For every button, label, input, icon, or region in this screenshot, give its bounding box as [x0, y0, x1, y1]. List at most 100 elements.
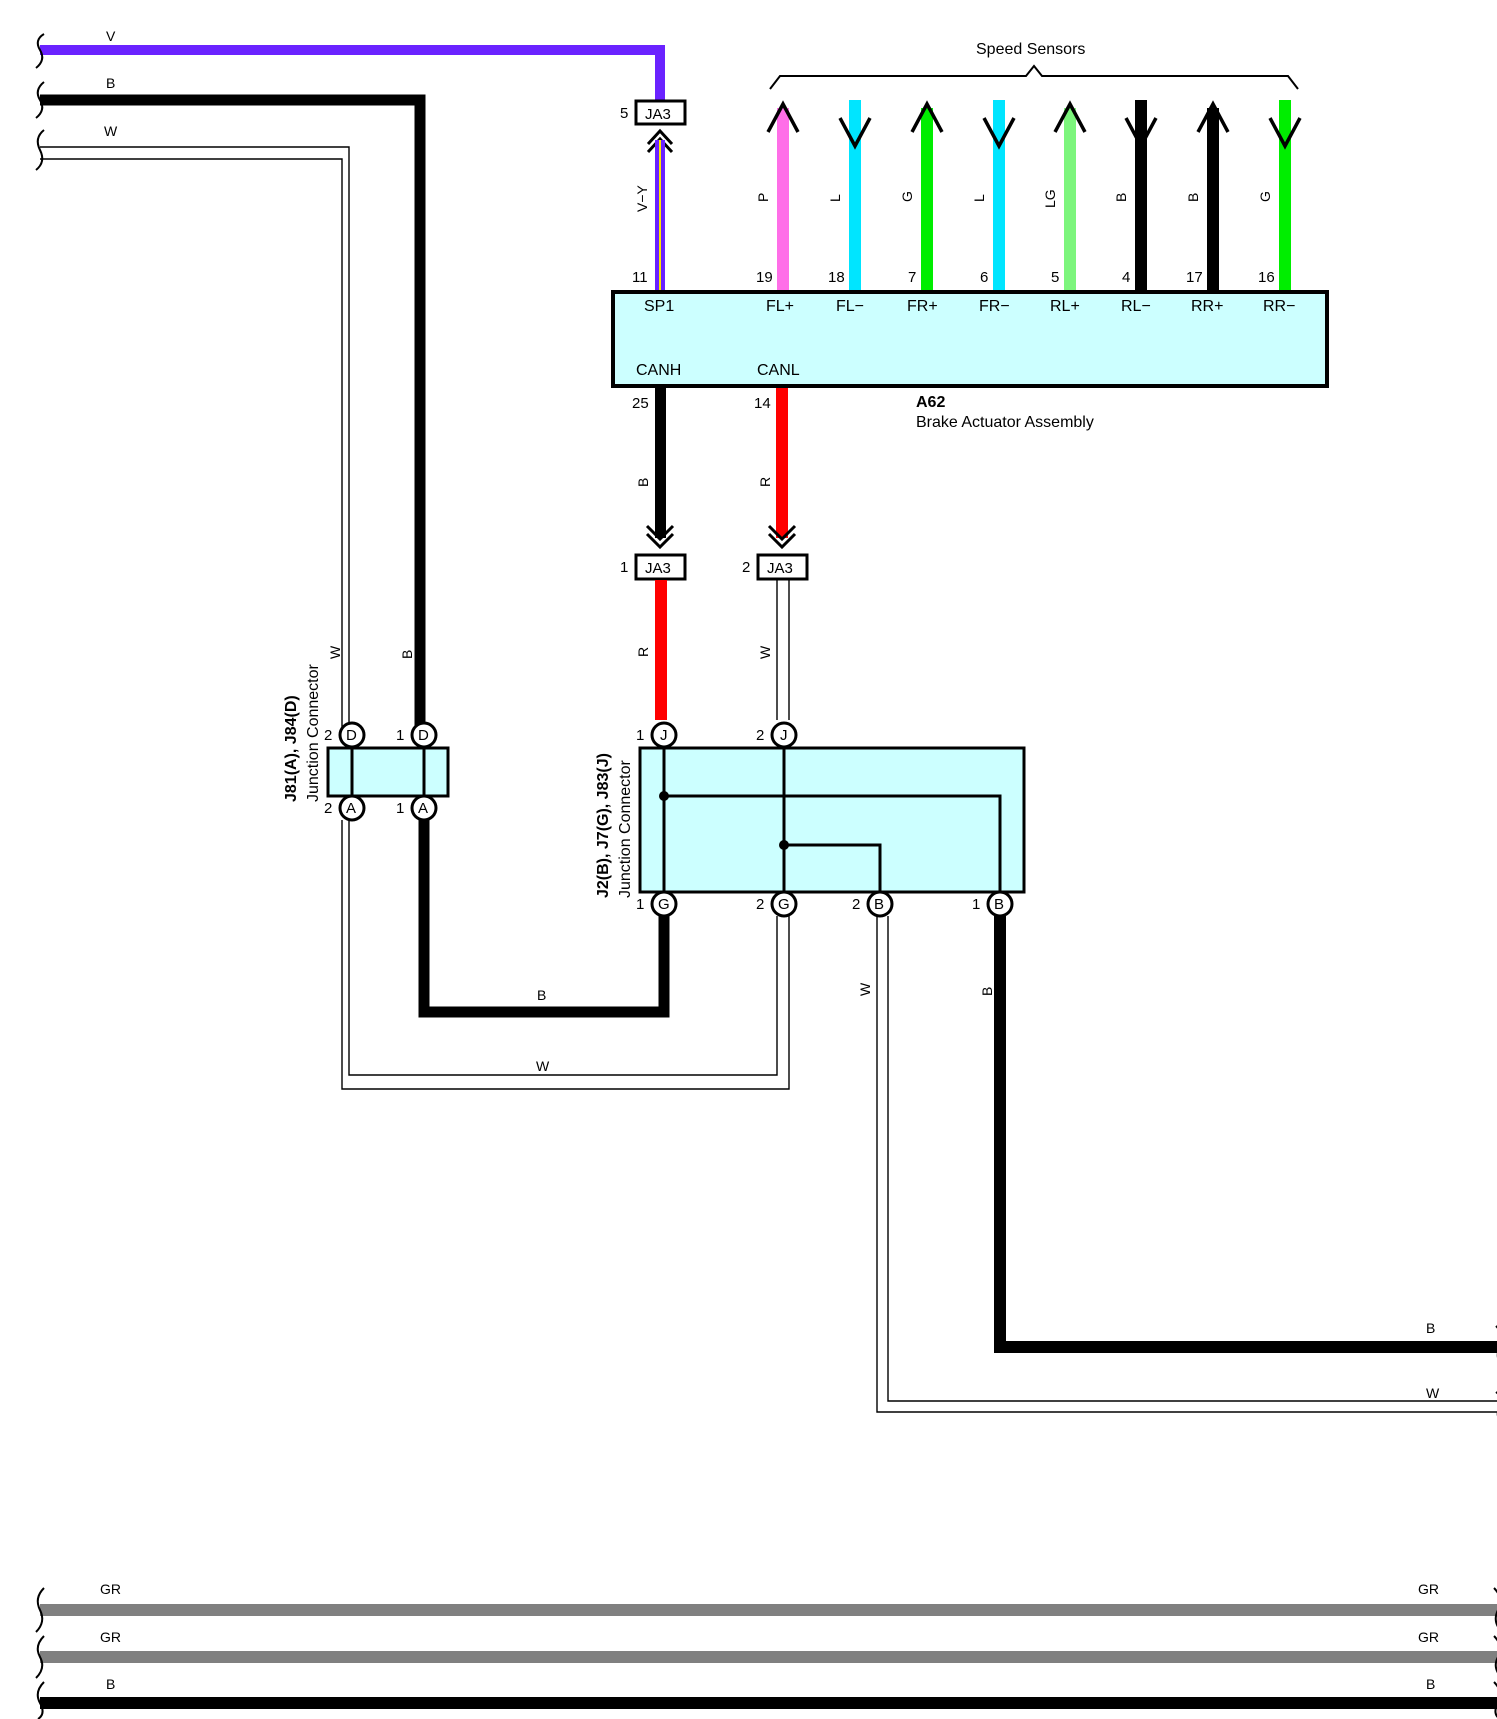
terminal-rr-minus: RR−: [1263, 298, 1295, 315]
junction-left-pin-a2: [338, 794, 366, 822]
junction-main-title: J2(B), J7(G), J83(J): [595, 753, 612, 898]
label-gr2-left: GR: [100, 1629, 121, 1645]
terminal-rl-plus: RL+: [1050, 298, 1080, 315]
sensor-pin-7: 16: [1258, 269, 1275, 286]
svg-text:2: 2: [324, 727, 332, 744]
label-wire-w-j2: W: [757, 645, 773, 659]
wire-b-bottom: [40, 1697, 1497, 1709]
svg-text:2: 2: [756, 727, 764, 744]
svg-text:G: G: [778, 896, 790, 913]
label-canh-b: B: [635, 478, 651, 487]
connector-ja3-canl: [756, 553, 809, 581]
wire-w-to-j2: [776, 580, 790, 720]
sensor-wire-rr-minus: [1268, 100, 1302, 292]
label-wire-b-loop: B: [537, 987, 546, 1003]
junction-main-box: [638, 746, 1026, 894]
wire-r-to-j1: [655, 580, 667, 720]
svg-text:B: B: [994, 896, 1004, 913]
label-canl-r: R: [757, 477, 773, 487]
break-marks-left-top: [35, 33, 45, 171]
wire-canl-r: [776, 388, 788, 538]
sensor-color-3: L: [971, 194, 987, 202]
label-jl-w: W: [327, 645, 343, 659]
actuator-sp1-pin: 11: [632, 269, 648, 286]
terminal-fr-minus: FR−: [979, 298, 1010, 315]
wire-b-top: [40, 94, 426, 727]
wire-gr-2: [40, 1651, 1497, 1663]
svg-text:1: 1: [396, 727, 404, 744]
sensor-pin-6: 17: [1186, 269, 1203, 286]
svg-text:A: A: [346, 800, 356, 817]
wire-b-right: [994, 916, 1497, 1353]
junction-left-title: J81(A), J84(D): [283, 695, 300, 802]
sensor-color-7: G: [1257, 191, 1273, 202]
terminal-rr-plus: RR+: [1191, 298, 1223, 315]
canl-pin: 14: [754, 395, 771, 412]
label-wire-r-j1: R: [635, 647, 651, 657]
svg-text:J: J: [780, 727, 788, 744]
actuator-name: Brake Actuator Assembly: [916, 414, 1094, 431]
sensor-pin-4: 5: [1051, 269, 1059, 286]
canh-pin: 25: [632, 395, 649, 412]
label-jl-b: B: [399, 650, 415, 659]
terminal-fl-plus: FL+: [766, 298, 794, 315]
terminal-canh: CANH: [636, 362, 681, 379]
junction-main-internal: [662, 735, 1002, 904]
terminal-rl-minus: RL−: [1121, 298, 1151, 315]
label-b-left: B: [106, 1676, 115, 1692]
sensor-color-5: B: [1113, 193, 1129, 202]
pin-ja3-canh: 1: [620, 559, 628, 576]
label-wire-b-right: B: [1426, 1320, 1435, 1336]
connector-ja3-canl-label: JA3: [767, 560, 793, 577]
brake-actuator-box: [611, 290, 1329, 388]
sensor-pin-2: 7: [908, 269, 916, 286]
junction-main-subtitle: Junction Connector: [617, 759, 634, 898]
label-gr2-right: GR: [1418, 1629, 1439, 1645]
sensor-wire-fl-plus: [766, 100, 800, 292]
junction-main-pin-g2: [770, 890, 798, 918]
svg-text:A: A: [418, 800, 428, 817]
sensor-pin-0: 19: [756, 269, 773, 286]
sensor-wire-fl-minus: [838, 100, 872, 292]
terminal-fr-plus: FR+: [907, 298, 938, 315]
label-b-right: B: [1426, 1676, 1435, 1692]
wire-w-right: [876, 916, 1497, 1413]
actuator-id: A62: [916, 394, 945, 411]
label-wire-w-right: W: [1426, 1385, 1440, 1401]
connector-ja3-canh-label: JA3: [645, 560, 671, 577]
label-gr1-right: GR: [1418, 1581, 1439, 1597]
svg-text:1: 1: [396, 800, 404, 817]
terminal-fl-minus: FL−: [836, 298, 864, 315]
wire-w-top: [40, 146, 350, 727]
sensor-color-6: B: [1185, 193, 1201, 202]
svg-text:2: 2: [852, 896, 860, 913]
sensor-color-0: P: [755, 193, 771, 202]
junction-main-pin-b2: [866, 890, 894, 918]
label-wire-w: W: [104, 123, 118, 139]
wire-b-bottom-loop: [418, 820, 670, 1018]
svg-text:1: 1: [972, 896, 980, 913]
sensor-wire-rr-plus: [1196, 100, 1230, 292]
terminal-canl: CANL: [757, 362, 800, 379]
svg-text:1: 1: [636, 896, 644, 913]
junction-left-pin-d1: [410, 721, 438, 749]
junction-left-pin-d2: [338, 721, 366, 749]
wire-canh-b: [655, 388, 666, 538]
label-wire-b-vert: B: [979, 987, 995, 996]
label-wire-v-y: V−Y: [634, 184, 650, 212]
sensor-pin-3: 6: [980, 269, 988, 286]
wire-w-bottom-loop: [348, 820, 778, 1076]
svg-text:G: G: [658, 896, 670, 913]
label-wire-w-vert: W: [857, 982, 873, 996]
sensor-wire-fr-minus: [982, 100, 1016, 292]
wire-gr-1: [40, 1604, 1497, 1616]
speed-sensors-brace: [769, 64, 1299, 90]
svg-text:2: 2: [324, 800, 332, 817]
label-wire-v: V: [106, 28, 116, 44]
label-wire-b: B: [106, 75, 115, 91]
junction-left-box: [326, 746, 450, 798]
svg-text:B: B: [874, 896, 884, 913]
sensor-color-1: L: [827, 194, 843, 202]
sensor-wire-rl-minus: [1124, 100, 1158, 292]
